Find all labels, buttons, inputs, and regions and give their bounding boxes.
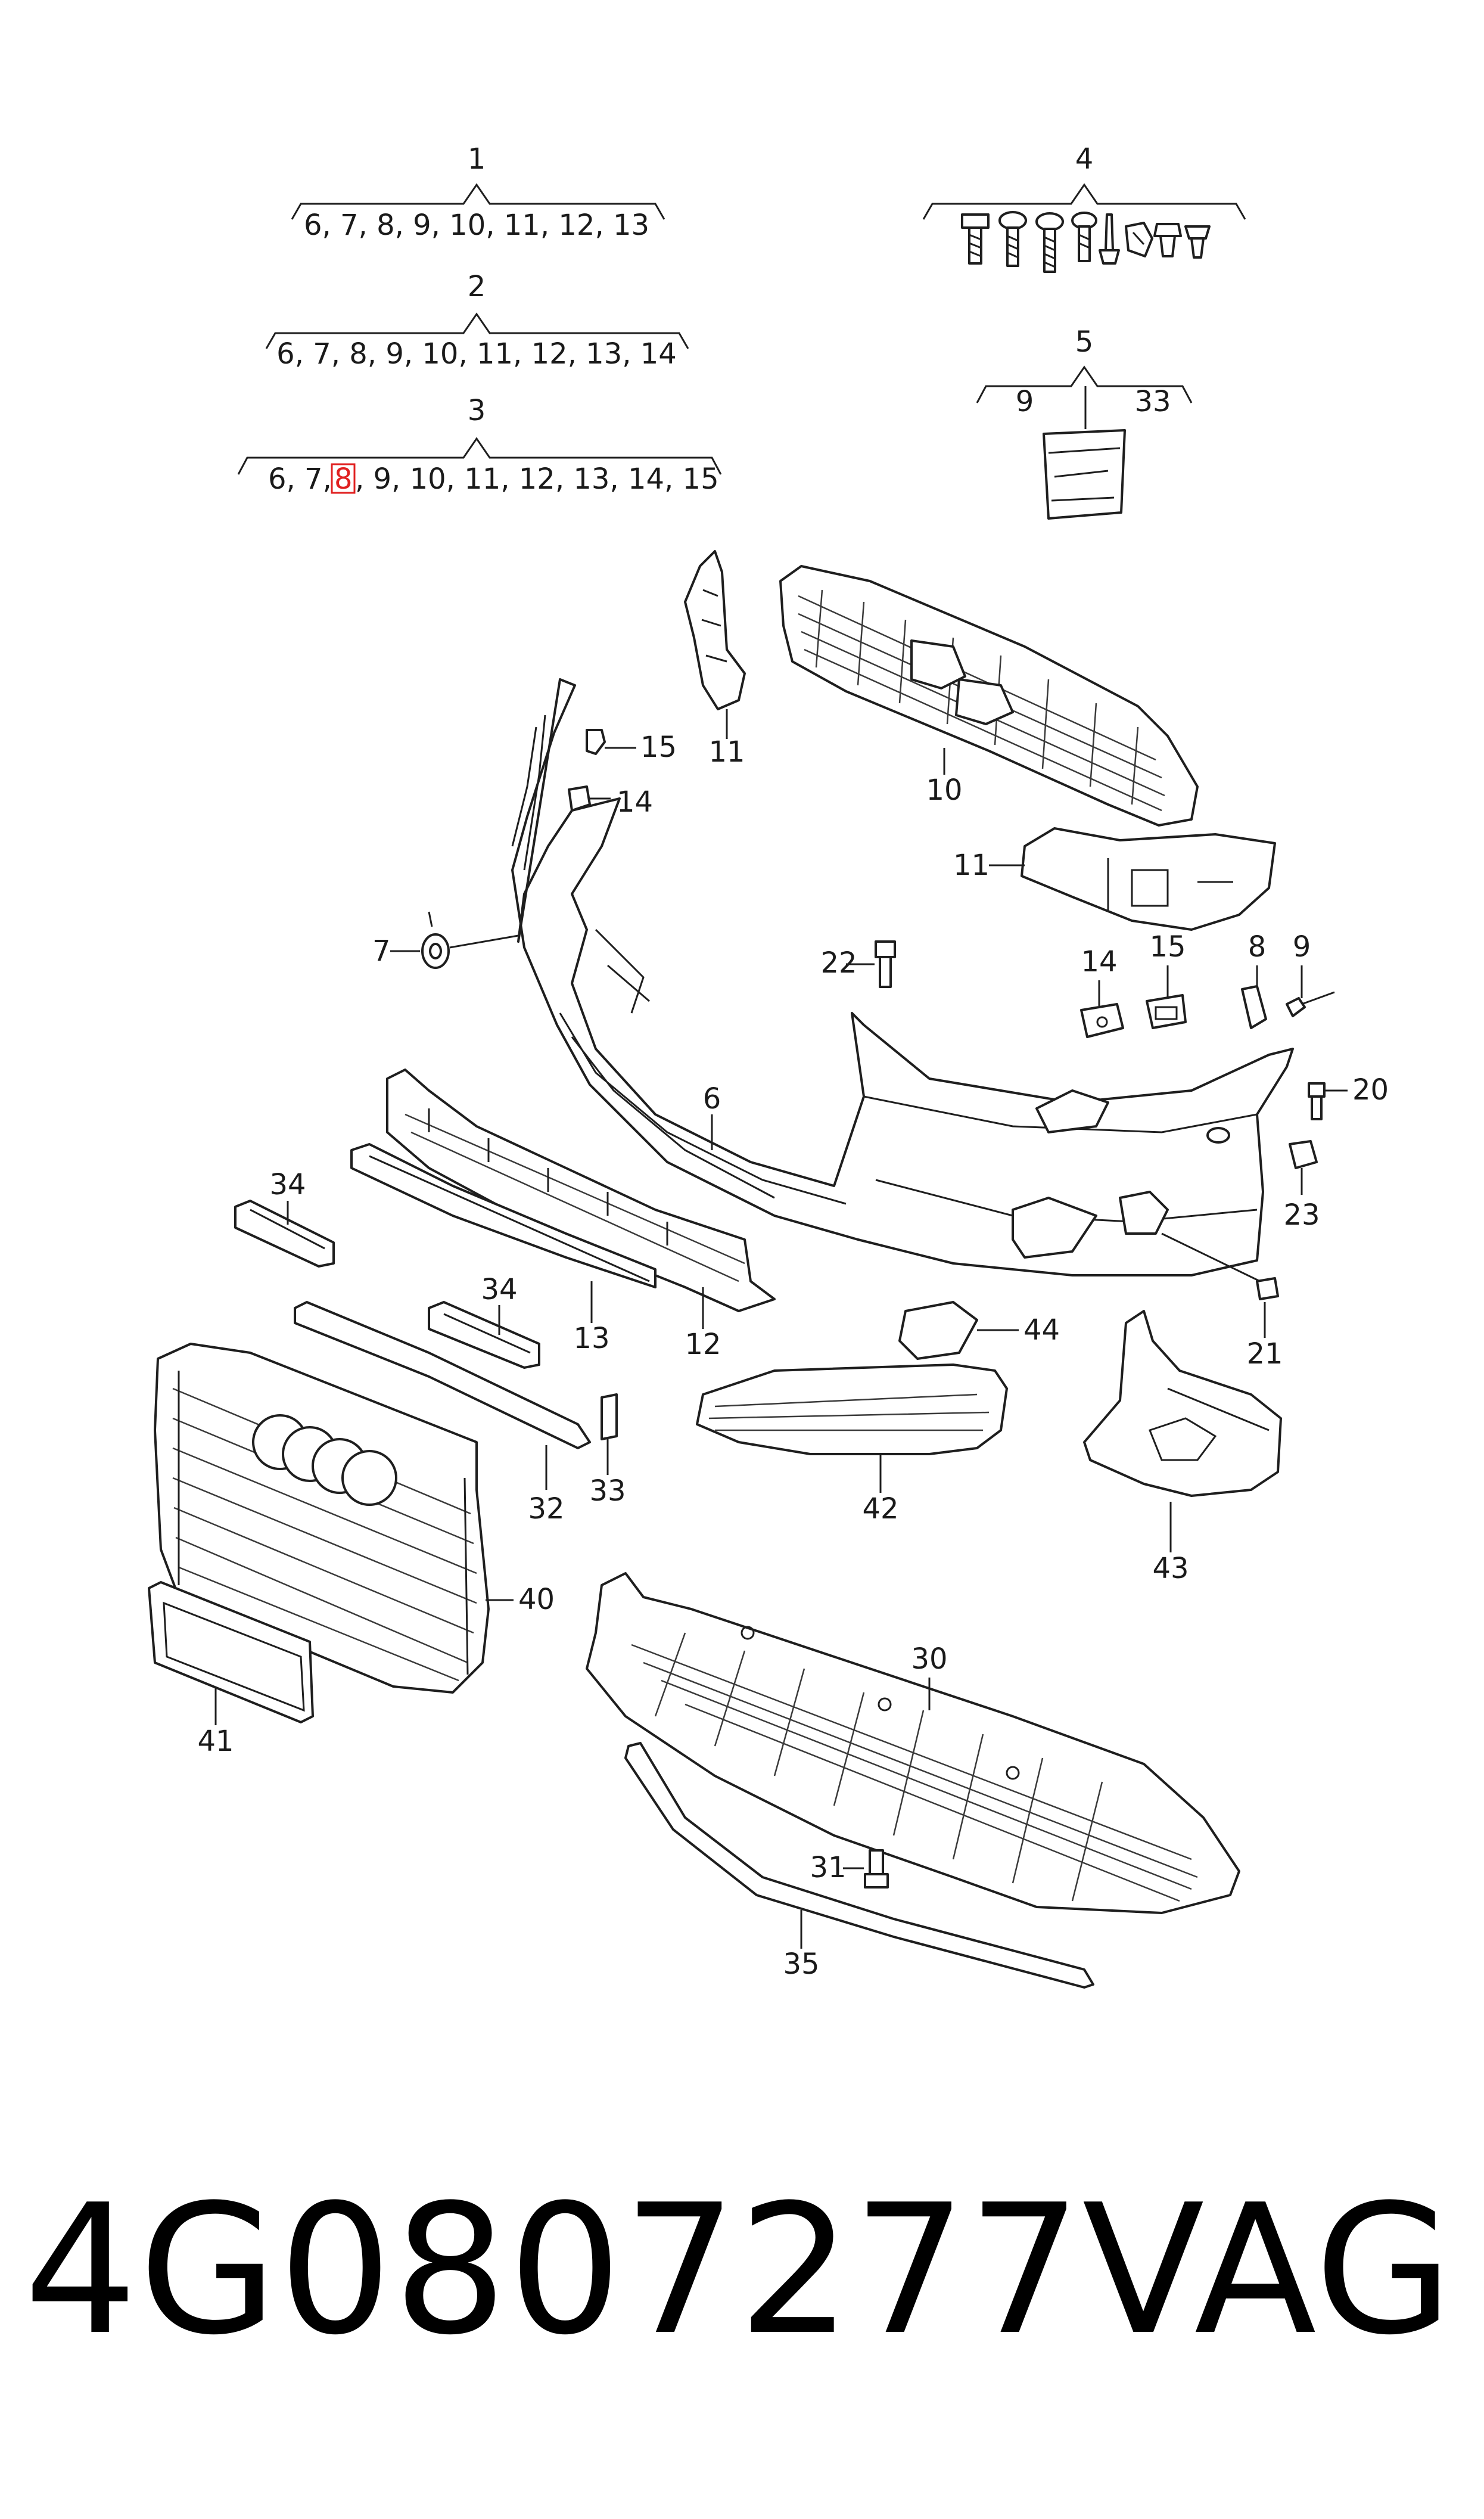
callout-15b: 15 [1149,930,1186,964]
group-header-5: 5 9 33 [976,325,1193,520]
group-3-parts-a: 6, 7, [268,462,332,496]
callout-42: 42 [862,1492,898,1526]
callout-21: 21 [1246,1337,1283,1371]
part-34-trim-lower [428,1301,540,1369]
part-14-clip-left [568,785,591,812]
part-44-washer-cap [898,1301,978,1360]
group-header-2: 2 6, 7, 8, 9, 10, 11, 12, 13, 14 [265,270,689,371]
callout-33: 33 [589,1474,626,1508]
callout-8: 8 [1248,930,1267,964]
part-41-plate-holder [148,1581,314,1723]
callout-14a: 14 [617,785,653,819]
group-header-3: 3 6, 7, 8 , 9, 10, 11, 12, 13, 14, 15 [237,394,722,496]
part-9-rivet [1286,991,1335,1017]
fastener-set-icon [961,211,1211,273]
group-5-right: 33 [1134,385,1171,418]
part-33-clip [601,1393,618,1440]
callout-15a: 15 [640,731,677,764]
part-10-grille-carrier [779,565,1199,827]
group-1-number: 1 [468,142,486,176]
parts-bag-icon [1043,429,1126,520]
part-21-clip [1256,1277,1279,1300]
part-35-spoiler-strip [624,1742,1094,1989]
group-4-number: 4 [1075,142,1094,176]
part-11-left-bracket [684,550,746,710]
group-5-left: 9 [1016,385,1034,418]
part-31-screw [864,1849,889,1889]
callout-31: 31 [810,1851,846,1884]
part-number: 4G0807277 [24,2166,1083,2374]
group-3-number: 3 [468,394,486,427]
callouts: 11 10 15 14 11 7 22 14 15 8 9 20 6 23 34… [197,709,1389,1981]
callout-6: 6 [703,1082,721,1116]
brand-label: VAG [1082,2166,1454,2374]
part-8-bracket [1241,985,1267,1029]
group-3-parts-b: , 9, 10, 11, 12, 13, 14, 15 [355,462,719,496]
callout-12: 12 [685,1328,721,1361]
part-32-grille-strip [294,1301,591,1449]
callout-10: 10 [926,774,962,807]
part-15-clip-right [1146,994,1187,1029]
group-3-highlight: 8 [334,462,353,496]
highlight-box [331,463,356,494]
group-1-parts: 6, 7, 8, 9, 10, 11, 12, 13 [304,209,649,242]
part-13-trim-strip [350,1143,657,1288]
callout-32: 32 [528,1492,564,1526]
callout-34a: 34 [269,1168,306,1201]
part-11-right-bracket [1021,827,1276,931]
group-header-1: 1 6, 7, 8, 9, 10, 11, 12, 13 [291,142,665,242]
part-14-clip-right [1080,1003,1124,1038]
group-2-number: 2 [468,270,486,303]
callout-9: 9 [1293,930,1311,964]
group-header-4: 4 [922,142,1246,273]
part-7-washer [421,911,450,969]
part-6-bumper-cover [511,678,1294,1276]
callout-14b: 14 [1081,945,1117,979]
callout-7: 7 [372,934,391,968]
callout-11b: 11 [953,849,990,882]
audi-rings-logo [252,1414,397,1506]
part-42-fog-grille [696,1363,1008,1455]
callout-41: 41 [197,1725,234,1758]
callout-20: 20 [1352,1073,1389,1107]
part-20-screw [1308,1082,1326,1120]
part-22-screw [875,940,896,988]
part-15-clip-left [586,729,606,755]
part-23-nut [1289,1140,1318,1169]
part-43-side-bracket [1083,1310,1282,1497]
callout-44: 44 [1023,1313,1060,1347]
callout-22: 22 [820,946,857,980]
callout-43: 43 [1152,1552,1189,1585]
part-40-radiator-grille [154,1343,490,1694]
callout-40: 40 [518,1583,555,1616]
callout-30: 30 [911,1642,947,1676]
part-34-trim-upper [234,1200,335,1268]
callout-11a: 11 [708,735,745,769]
part-12-lower-carrier [386,1069,776,1312]
callout-23: 23 [1283,1198,1320,1232]
callout-13: 13 [573,1322,609,1355]
callout-35: 35 [783,1948,819,1981]
part-30-underbody-tray [586,1572,1240,1914]
group-2-parts: 6, 7, 8, 9, 10, 11, 12, 13, 14 [276,337,677,371]
group-5-number: 5 [1075,325,1094,359]
callout-34b: 34 [481,1273,517,1306]
